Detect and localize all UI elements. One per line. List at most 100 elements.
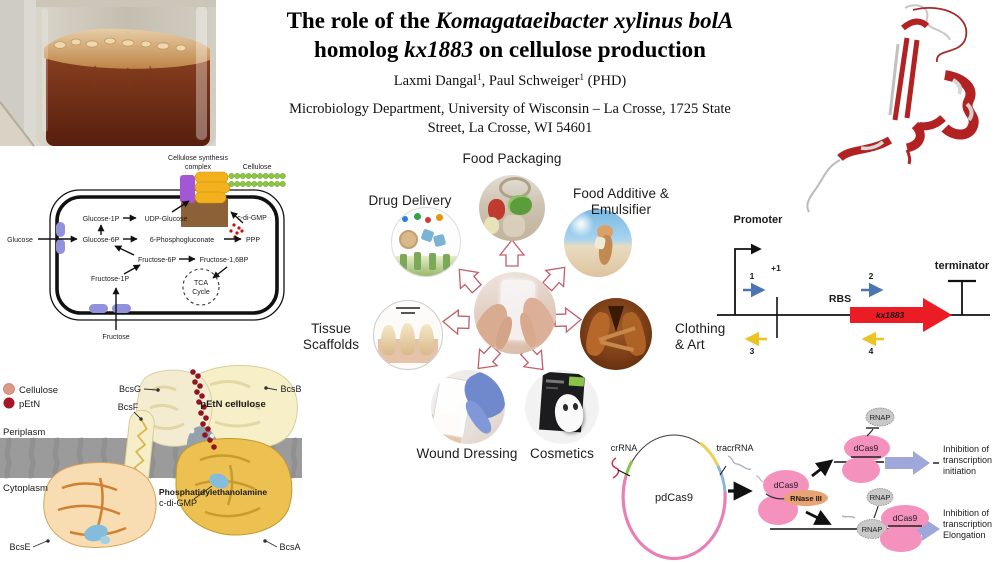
food-packaging-image — [479, 175, 545, 241]
c-di-gmp-label: c-di-GMP — [237, 215, 267, 222]
primer3-label: 3 — [750, 346, 755, 356]
crispri-diagram: pdCas9 crRNA tracrRNA RNase III dCas9 — [611, 407, 992, 561]
membrane-transporters — [56, 222, 131, 313]
promoter-label: Promoter — [734, 214, 784, 226]
cosmetics-image — [525, 370, 599, 444]
crrna-squiggle — [611, 457, 620, 479]
tissue-scaffolds-label: Tissue Scaffolds — [302, 321, 360, 353]
branch-arrow-bottom — [805, 509, 832, 525]
bcse-label: BcsE — [9, 542, 30, 552]
cytoplasm-label: Cytoplasm — [3, 483, 48, 494]
fructose-16bp-label: Fructose-1,6BP — [200, 257, 249, 264]
legend-petn-swatch — [3, 397, 15, 409]
tca-label: TCA — [194, 280, 208, 287]
affiliation: Microbiology Department, University of W… — [289, 101, 731, 136]
bcsa-protein — [175, 438, 293, 536]
cellulose-chains — [228, 173, 286, 187]
fructose-label: Fructose — [102, 334, 129, 341]
initiation-block-diagram: dCas9 RNAP Inhibition of transcription i… — [834, 407, 992, 483]
hollow-arrows — [441, 238, 583, 371]
food-additive-image — [564, 209, 632, 277]
kx1883-gene-label: kx1883 — [876, 310, 905, 320]
periplasm-label: Periplasm — [3, 427, 45, 438]
legend-cellulose-label: Cellulose — [19, 385, 58, 396]
pathway-arrows — [38, 200, 244, 330]
bcsb-label: BcsB — [280, 384, 301, 394]
bcsf-label: BcsF — [118, 402, 139, 412]
crrna-pointer — [617, 469, 631, 477]
tca-label-2: Cycle — [192, 289, 210, 296]
bcs-c-di-gmp-label: c-di-GMP — [159, 498, 197, 508]
petn-cellulose-label: pEtN cellulose — [200, 399, 265, 410]
poster-title: The role of the Komagataeibacter xylinus… — [286, 8, 734, 33]
poster-title-line2: homolog kx1883 on cellulose production — [314, 37, 706, 62]
kombucha-photo — [0, 0, 216, 147]
authors: Laxmi Dangal1, Paul Schweiger1 (PHD) — [393, 72, 627, 89]
bcsg-label: BcsG — [119, 384, 141, 394]
phosphogluconate-label: 6-Phosphogluconate — [150, 237, 214, 244]
rnap-label-1: RNAP — [870, 413, 891, 422]
branch-arrow-top — [811, 459, 834, 478]
cosmetics-label: Cosmetics — [530, 446, 594, 461]
protein-structure-image — [806, 4, 979, 213]
tracrrna-squiggle — [727, 455, 752, 470]
drug-delivery-image — [391, 207, 461, 277]
rnap-label-3: RNAP — [870, 493, 891, 502]
clothing-art-image — [580, 298, 652, 370]
dcas9-label-3: dCas9 — [893, 513, 918, 523]
primer4-label: 4 — [869, 346, 874, 356]
rbs-label: RBS — [829, 293, 851, 305]
pdcas9-label: pdCas9 — [655, 492, 693, 504]
tracrrna-pointer — [719, 465, 727, 476]
primer2-label: 2 — [869, 271, 874, 281]
drug-delivery-label: Drug Delivery — [368, 193, 452, 208]
legend-cellulose-swatch — [3, 383, 15, 395]
fructose-1p-label: Fructose-1P — [91, 276, 129, 283]
outcome1-line3: initiation — [943, 466, 976, 476]
bcsa-label: BcsA — [279, 542, 300, 552]
outcome2-line3: Elongation — [943, 530, 986, 540]
wound-dressing-image — [431, 370, 505, 444]
c-di-gmp-dots — [229, 223, 244, 239]
petn-cellulose-chain — [190, 369, 217, 450]
terminator-label: terminator — [935, 260, 990, 272]
food-packaging-label: Food Packaging — [462, 151, 562, 166]
wound-dressing-label: Wound Dressing — [416, 446, 518, 461]
dcas9-label-2: dCas9 — [854, 443, 879, 453]
cellulose-label: Cellulose — [243, 164, 272, 171]
ppp-label: PPP — [246, 237, 260, 244]
complex-label: Cellulose synthesis — [168, 155, 228, 162]
glucose-6p-label: Glucose-6P — [83, 237, 120, 244]
bcs-complex-diagram: Cellulose pEtN Periplasm Cytoplasm BcsG … — [0, 364, 302, 552]
outcome1-line1: Inhibition of — [943, 444, 990, 454]
kx1883-gene-arrow — [850, 298, 952, 332]
phosphatidylethanolamine-label: Phosphatidylethanolamine — [159, 487, 267, 497]
tca-cycle-circle — [182, 268, 220, 306]
tissue-scaffolds-image — [373, 300, 443, 370]
primer1-label: 1 — [750, 271, 755, 281]
outcome1-line2: transcription — [943, 455, 992, 465]
cellulose-synthesis-complex — [180, 171, 231, 227]
legend-petn-label: pEtN — [19, 399, 40, 410]
rnap-label-2: RNAP — [862, 525, 883, 534]
gene-construct-diagram: Promoter +1 1 3 RBS 2 4 kx1883 terminato… — [717, 214, 990, 356]
title-block: The role of the Komagataeibacter xylinus… — [225, 6, 795, 138]
hands-cellulose-film-image — [474, 272, 556, 354]
transcription-start-arrow — [734, 243, 762, 315]
clothing-art-label: Clothing & Art — [675, 321, 726, 353]
glucose-1p-label: Glucose-1P — [83, 216, 120, 223]
cell-outer-membrane — [49, 189, 285, 321]
cell-inner-membrane — [55, 195, 279, 315]
glucose-label: Glucose — [7, 237, 33, 244]
outcome2-line1: Inhibition of — [943, 508, 990, 518]
fructose-6p-label: Fructose-6P — [138, 257, 176, 264]
dcas9-label-1: dCas9 — [774, 480, 799, 490]
applications-arrows — [441, 238, 583, 371]
outcome2-line2: transcription — [943, 519, 992, 529]
rnase-label: RNase III — [790, 494, 822, 503]
plus1-label: +1 — [771, 263, 781, 273]
c-di-gmp-blue-piece — [209, 473, 229, 489]
bcs-pointer-lines — [32, 386, 278, 548]
tracrrna-label: tracrRNA — [716, 443, 753, 453]
